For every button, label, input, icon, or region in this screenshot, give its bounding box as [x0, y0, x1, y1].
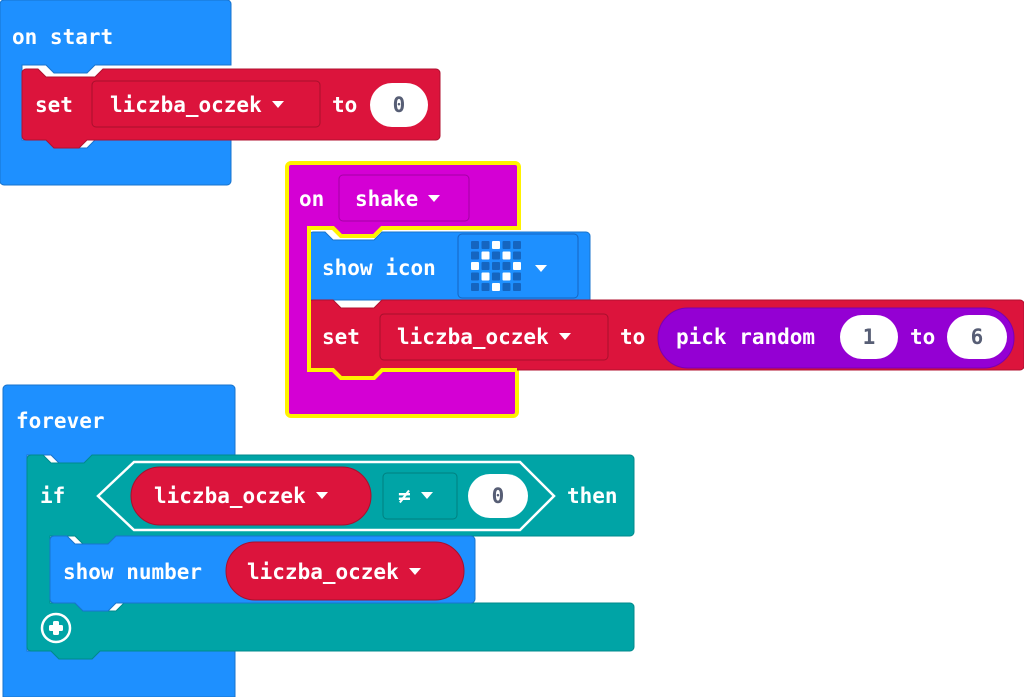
- led-off: [481, 241, 490, 249]
- variable-name-text: liczba_oczek: [247, 560, 399, 584]
- show-number-variable-name[interactable]: liczba_oczek: [247, 562, 421, 583]
- led-off: [492, 251, 500, 260]
- forever-label: forever: [16, 409, 105, 433]
- led-off: [471, 283, 479, 291]
- variable-name-text: liczba_oczek: [154, 484, 306, 508]
- set-label: set: [322, 325, 360, 349]
- led-on: [492, 241, 500, 249]
- led-off: [513, 241, 521, 249]
- led-off: [492, 272, 500, 281]
- led-on: [481, 272, 490, 281]
- icon-grid: [471, 241, 521, 291]
- led-off: [471, 251, 479, 260]
- led-on: [513, 262, 521, 270]
- to-label: to: [332, 93, 358, 117]
- number-value[interactable]: 0: [392, 93, 406, 117]
- pick-random-label: pick random: [676, 325, 816, 349]
- icon-dropdown-caret-icon[interactable]: [535, 265, 547, 272]
- pick-random-block[interactable]: [657, 307, 1015, 369]
- dropdown-caret-icon: [315, 491, 328, 499]
- selection-outline: [307, 226, 519, 380]
- led-off: [481, 283, 490, 291]
- on-start-block[interactable]: [0, 0, 441, 186]
- dropdown-caret-icon: [428, 194, 441, 202]
- random-to-input[interactable]: [947, 315, 1007, 359]
- led-on: [481, 251, 490, 260]
- led-off: [471, 272, 479, 281]
- operator-text: ≠: [398, 484, 411, 508]
- compare-value[interactable]: 0: [491, 484, 505, 508]
- led-off: [513, 283, 521, 291]
- random-to-value[interactable]: 6: [970, 325, 984, 349]
- on-label: on: [299, 187, 325, 211]
- led-on: [502, 251, 511, 260]
- dropdown-caret-icon: [420, 491, 433, 499]
- on-start-hat[interactable]: [0, 0, 232, 186]
- variable-dropdown[interactable]: [91, 80, 321, 128]
- compare-value-input[interactable]: [468, 474, 528, 518]
- plus-circle-icon[interactable]: [40, 612, 72, 644]
- led-off: [492, 262, 500, 270]
- operator-dropdown[interactable]: [382, 472, 458, 520]
- led-off: [502, 283, 511, 291]
- led-off: [481, 262, 490, 270]
- if-label: if: [40, 484, 66, 508]
- set-label: set: [35, 93, 73, 117]
- on-start-label: on start: [12, 25, 114, 49]
- gesture-text: shake: [355, 187, 419, 211]
- random-from-input[interactable]: [840, 315, 898, 359]
- led-off: [502, 241, 511, 249]
- led-on: [502, 272, 511, 281]
- number-input[interactable]: [370, 83, 428, 127]
- then-label: then: [567, 484, 618, 508]
- forever-block[interactable]: [2, 384, 635, 697]
- show-icon-label: show icon: [322, 256, 436, 280]
- dropdown-caret-icon: [408, 567, 421, 575]
- gesture-dropdown[interactable]: [338, 174, 470, 222]
- random-to-label: to: [910, 325, 936, 349]
- to-label: to: [620, 325, 646, 349]
- condition-variable[interactable]: [130, 466, 372, 526]
- condition-variable-name[interactable]: liczba_oczek: [154, 486, 328, 507]
- led-off: [513, 272, 521, 281]
- gesture-value[interactable]: shake: [355, 187, 441, 211]
- dropdown-caret-icon: [271, 100, 284, 108]
- variable-name-text: liczba_oczek: [110, 93, 262, 117]
- dropdown-caret-icon: [558, 332, 571, 340]
- random-from-value[interactable]: 1: [862, 325, 876, 349]
- led-off: [471, 241, 479, 249]
- led-on: [492, 283, 500, 291]
- variable-name-text: liczba_oczek: [397, 325, 549, 349]
- led-off: [502, 262, 511, 270]
- led-off: [513, 251, 521, 260]
- led-on: [471, 262, 479, 270]
- variable-name[interactable]: liczba_oczek: [397, 327, 571, 348]
- variable-dropdown[interactable]: [379, 313, 609, 361]
- show-number-label: show number: [63, 560, 203, 584]
- variable-name[interactable]: liczba_oczek: [110, 95, 284, 116]
- show-number-variable[interactable]: [225, 541, 465, 601]
- operator-value[interactable]: ≠: [398, 486, 433, 507]
